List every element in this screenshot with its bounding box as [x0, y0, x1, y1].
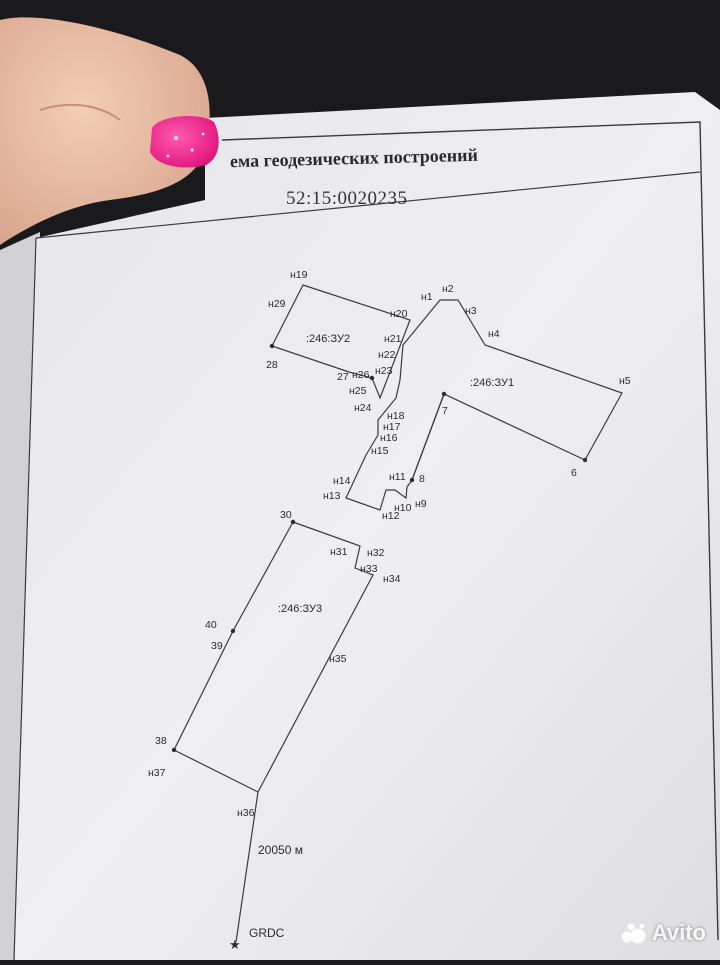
point-label: н29 — [268, 298, 286, 310]
point-label: н9 — [415, 498, 427, 510]
cadastral-number: 52:15:0020235 — [286, 188, 408, 209]
point-label: 40 — [205, 619, 217, 631]
point-label: 38 — [155, 735, 167, 747]
point-label: н1 — [421, 291, 433, 303]
point-label: н22 — [378, 349, 396, 361]
nail-sparkle — [174, 136, 178, 140]
title-rule — [35, 171, 701, 239]
point-label: н25 — [349, 385, 367, 397]
plot-zu1-inner-boundary — [411, 393, 445, 481]
plot-label-zu3: :246:ЗУ3 — [278, 603, 322, 615]
point-label: н31 — [330, 546, 348, 558]
point-label: н12 — [382, 510, 400, 522]
point-label: н16 — [380, 432, 398, 444]
reference-star-icon: ★ — [229, 937, 241, 952]
point-label: н13 — [323, 490, 341, 502]
point-label: 28 — [266, 359, 278, 371]
point-label: н14 — [333, 475, 351, 487]
watermark-text: Avito — [651, 920, 706, 945]
avito-watermark: Avito — [621, 920, 706, 946]
point-label: н15 — [371, 445, 389, 457]
reference-line — [235, 791, 259, 943]
nail-sparkle — [166, 154, 170, 158]
nail-sparkle — [201, 132, 205, 136]
point-dot — [269, 343, 275, 349]
point-label: н26 — [352, 369, 370, 381]
frame-border — [221, 121, 719, 941]
point-label: н24 — [354, 402, 372, 414]
point-dot — [290, 519, 296, 525]
point-label: н23 — [375, 365, 393, 377]
avito-logo-icon — [621, 923, 646, 944]
point-label: н3 — [465, 305, 477, 317]
reference-station: GRDC — [249, 926, 285, 940]
point-label: 6 — [571, 467, 577, 479]
point-label: н2 — [442, 283, 454, 295]
point-label: н21 — [384, 333, 402, 345]
point-dot — [369, 375, 375, 381]
point-dot — [171, 747, 177, 753]
paper-sheet — [14, 92, 720, 960]
point-label: н32 — [367, 547, 385, 559]
plot-zu1-outline — [345, 299, 623, 511]
point-label: н5 — [619, 375, 631, 387]
point-label: н36 — [237, 807, 255, 819]
point-label: н34 — [383, 573, 401, 585]
point-label: н11 — [389, 471, 406, 483]
point-label: н10 — [394, 502, 412, 514]
point-label: н33 — [360, 563, 378, 575]
point-label: н4 — [488, 328, 500, 340]
point-label: 8 — [419, 473, 425, 485]
point-dot — [441, 391, 447, 397]
point-label: н19 — [290, 269, 308, 281]
point-dot — [409, 477, 415, 483]
plot-zu3-outline — [173, 521, 374, 793]
point-dot — [582, 457, 588, 463]
point-label: н37 — [148, 767, 166, 779]
frame-left — [13, 237, 37, 961]
point-label: н18 — [387, 410, 405, 422]
plot-label-zu1: :246:ЗУ1 — [470, 377, 514, 389]
point-label: 30 — [280, 509, 292, 521]
reference-distance: 20050 м — [258, 843, 303, 857]
point-dot — [230, 628, 236, 634]
nail-sparkle — [190, 148, 194, 152]
point-label: 27 — [337, 371, 349, 383]
point-label: н20 — [390, 308, 408, 320]
plot-label-zu2: :246:ЗУ2 — [306, 333, 350, 345]
point-label: н17 — [383, 421, 401, 433]
point-label: 39 — [211, 640, 223, 652]
point-label: 7 — [442, 405, 448, 417]
finger-crease — [39, 103, 121, 121]
point-label: н35 — [329, 653, 347, 665]
pink-nail — [150, 116, 219, 168]
finger — [0, 17, 210, 246]
